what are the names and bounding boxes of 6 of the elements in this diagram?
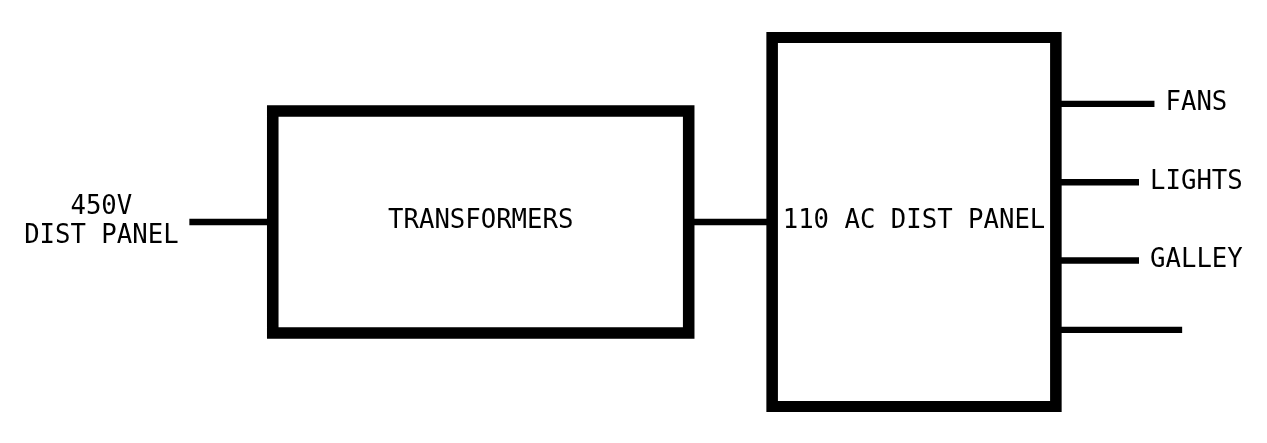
node-box: TRANSFORMERS [267, 104, 695, 339]
node-text: LIGHTS [1150, 164, 1243, 195]
node-text: 450V DIST PANEL [24, 189, 179, 249]
node-box: 110 AC DIST PANEL [766, 31, 1062, 412]
node-text: GALLEY [1150, 242, 1243, 273]
node-text: FANS [1165, 85, 1228, 116]
